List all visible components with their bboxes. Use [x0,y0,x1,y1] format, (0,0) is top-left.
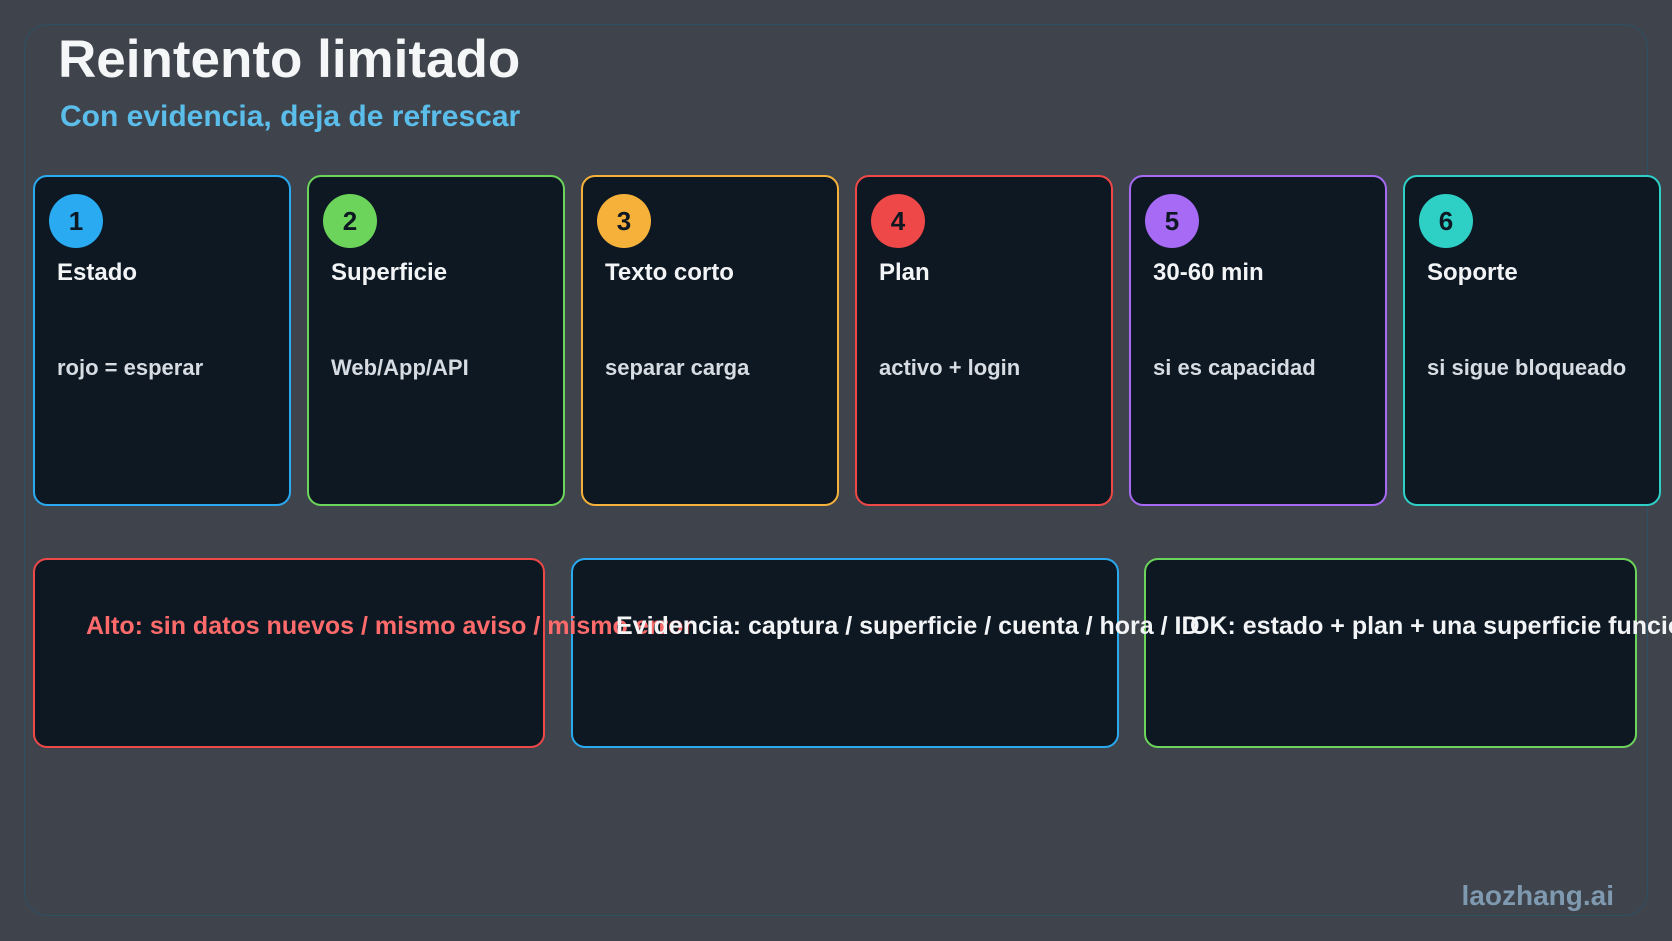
step-title: Plan [879,259,930,286]
ok-criteria-text: OK: estado + plan + una superficie funci… [1190,612,1672,640]
step-number-badge: 5 [1145,194,1199,248]
step-description: rojo = esperar [57,355,204,380]
step-card-4: 4 Plan activo + login [855,175,1113,506]
step-number-badge: 6 [1419,194,1473,248]
step-card-3: 3 Texto corto separar carga [581,175,839,506]
evidence-box [571,558,1119,748]
ok-criteria-box [1144,558,1637,748]
step-description: si sigue bloqueado [1427,355,1627,380]
step-number-badge: 4 [871,194,925,248]
page-title: Reintento limitado [58,30,521,89]
step-number-badge: 1 [49,194,103,248]
evidence-text: Evidencia: captura / superficie / cuenta… [616,612,1200,640]
step-description: activo + login [879,355,1021,380]
stop-criteria-text: Alto: sin datos nuevos / mismo aviso / m… [86,612,694,640]
step-number-badge: 2 [323,194,377,248]
brand-watermark: laozhang.ai [1461,880,1614,911]
step-title: 30-60 min [1153,259,1264,286]
step-card-6: 6 Soporte si sigue bloqueado [1403,175,1661,506]
step-title: Superficie [331,259,448,286]
stop-criteria-box [33,558,545,748]
step-description: Web/App/API [331,355,469,380]
step-description: si es capacidad [1153,355,1316,380]
step-card-5: 5 30-60 min si es capacidad [1129,175,1387,506]
step-title: Soporte [1427,259,1518,286]
step-title: Estado [57,259,138,286]
step-card-2: 2 Superficie Web/App/API [307,175,565,506]
step-title: Texto corto [605,259,734,286]
page-subtitle: Con evidencia, deja de refrescar [60,100,521,133]
step-card-1: 1 Estado rojo = esperar [33,175,291,506]
step-number-badge: 3 [597,194,651,248]
step-description: separar carga [605,355,750,380]
